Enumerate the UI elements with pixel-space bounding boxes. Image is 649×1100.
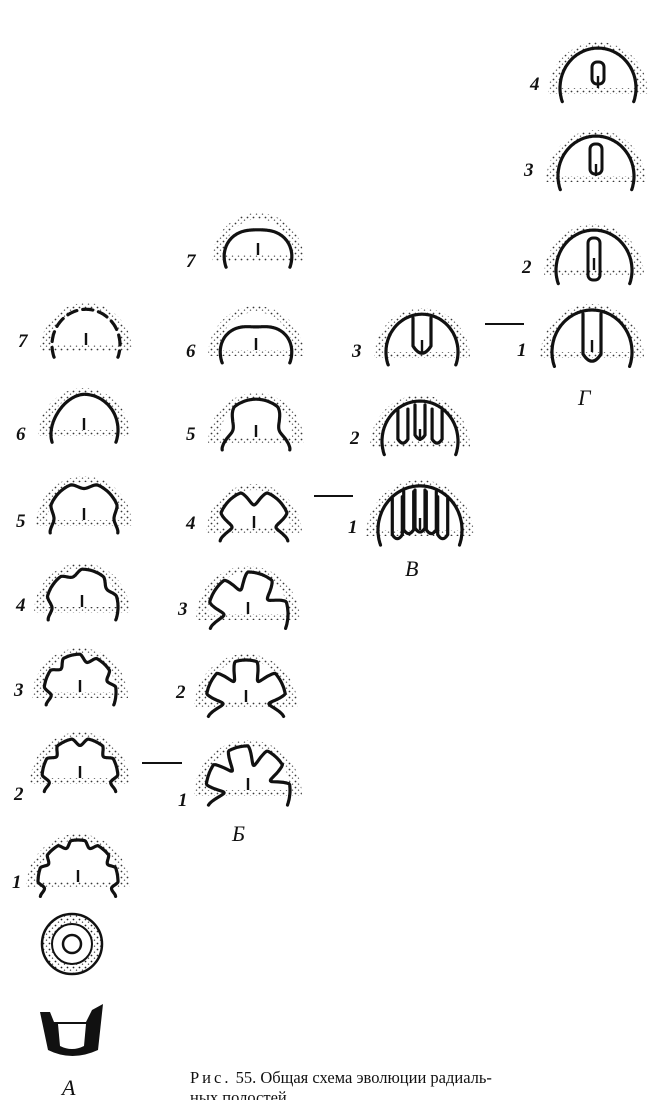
figure-number: 55.	[236, 1068, 257, 1087]
series-label-a: А	[60, 1075, 76, 1100]
figure-caption: Рис. 55. Общая схема эволюции радиаль- н…	[190, 1068, 645, 1100]
stage-number-b-4: 4	[185, 513, 196, 534]
cross-section-drawings	[26, 42, 648, 1056]
stage-number-b-3: 3	[177, 599, 188, 620]
series-label-b: Б	[231, 821, 245, 846]
rosette-inner	[52, 924, 92, 964]
caption-line-2: ных полостей ...	[190, 1088, 303, 1100]
figure-label: Рис.	[190, 1068, 231, 1087]
stage-number-a-7: 7	[18, 331, 29, 352]
stage-number-a-6: 6	[16, 424, 26, 445]
stage-number-g-4: 4	[529, 74, 540, 95]
stage-number-a-4: 4	[15, 595, 26, 616]
series-label-g: Г	[577, 385, 592, 410]
stage-number-a-1: 1	[12, 872, 22, 893]
stage-number-a-2: 2	[13, 784, 24, 805]
stage-number-v-3: 3	[351, 341, 362, 362]
stage-number-b-1: 1	[178, 790, 188, 811]
stage-number-a-3: 3	[13, 680, 24, 701]
stage-number-g-1: 1	[517, 340, 527, 361]
stage-number-g-3: 3	[523, 160, 534, 181]
stage-number-v-2: 2	[349, 428, 360, 449]
stage-number-v-1: 1	[348, 517, 358, 538]
stage-number-b-5: 5	[186, 424, 196, 445]
stage-number-a-5: 5	[16, 511, 26, 532]
vessel-section-inner	[58, 1024, 86, 1049]
series-label-v: В	[405, 556, 418, 581]
caption-line-1: Общая схема эволюции радиаль-	[260, 1068, 492, 1087]
stage-number-g-2: 2	[521, 257, 532, 278]
stage-number-b-2: 2	[175, 682, 186, 703]
stage-number-b-6: 6	[186, 341, 196, 362]
stage-number-b-7: 7	[186, 251, 197, 272]
